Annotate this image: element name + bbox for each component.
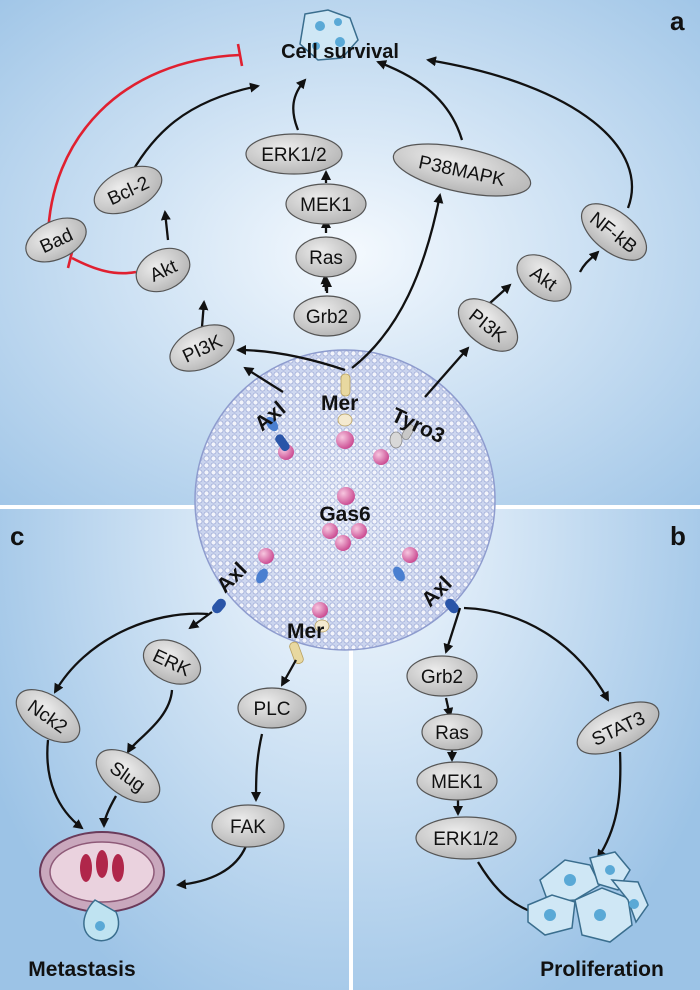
panel-letter-c: c [10, 521, 24, 551]
svg-text:Grb2: Grb2 [421, 667, 463, 688]
panel-letter-b: b [670, 521, 686, 551]
axl-receptor-b [393, 566, 459, 614]
node-akt-right: Akt [516, 254, 572, 302]
node-fak: FAK [211, 804, 285, 848]
node-p38mapk: P38MAPK [392, 143, 532, 197]
gas6-ligands [258, 431, 418, 618]
axl-receptor-top [265, 416, 290, 452]
node-akt-left: Akt [135, 247, 191, 293]
label-proliferation: Proliferation [540, 958, 664, 981]
proliferation-icon [527, 851, 649, 943]
mer-receptor-top [337, 373, 353, 427]
node-ras-b: Ras [421, 713, 483, 751]
node-mek1-b: MEK1 [416, 761, 498, 801]
node-bcl2: Bcl-2 [93, 165, 163, 215]
node-grb2-a: Grb2 [293, 295, 361, 337]
cell-survival-icon [299, 9, 359, 61]
svg-text:MEK1: MEK1 [300, 195, 352, 216]
node-erk-c: ERK [142, 639, 202, 685]
svg-text:Grb2: Grb2 [306, 307, 348, 328]
node-ras-a: Ras [295, 236, 357, 278]
mer-receptor-c [289, 619, 330, 664]
node-pi3k-left: PI3K [169, 324, 235, 372]
panel-letter-a: a [670, 6, 685, 36]
label-mer-c: Mer [287, 620, 324, 643]
axl-receptor-c [212, 568, 268, 614]
inhibition-arrows [46, 43, 244, 275]
metastasis-icon [39, 831, 165, 942]
node-grb2-b: Grb2 [406, 655, 478, 697]
svg-text:Ras: Ras [309, 248, 343, 269]
svg-text:MEK1: MEK1 [431, 772, 483, 793]
node-plc: PLC [237, 687, 307, 729]
svg-text:FAK: FAK [230, 817, 266, 838]
node-bad: Bad [25, 217, 87, 263]
node-slug: Slug [95, 749, 161, 803]
vertical-divider [349, 509, 353, 990]
node-erk12-a: ERK1/2 [245, 133, 343, 175]
tyro3-receptor [389, 424, 415, 449]
node-mek1-a: MEK1 [285, 183, 367, 225]
svg-text:ERK1/2: ERK1/2 [433, 829, 498, 850]
label-gas6: Gas6 [319, 503, 370, 526]
node-erk12-b: ERK1/2 [415, 816, 517, 860]
label-mer-top: Mer [321, 392, 358, 415]
svg-text:Ras: Ras [435, 723, 469, 744]
label-cell-survival: Cell survival [281, 41, 399, 63]
svg-text:PLC: PLC [254, 699, 291, 720]
label-metastasis: Metastasis [28, 958, 135, 981]
svg-text:ERK1/2: ERK1/2 [261, 145, 326, 166]
